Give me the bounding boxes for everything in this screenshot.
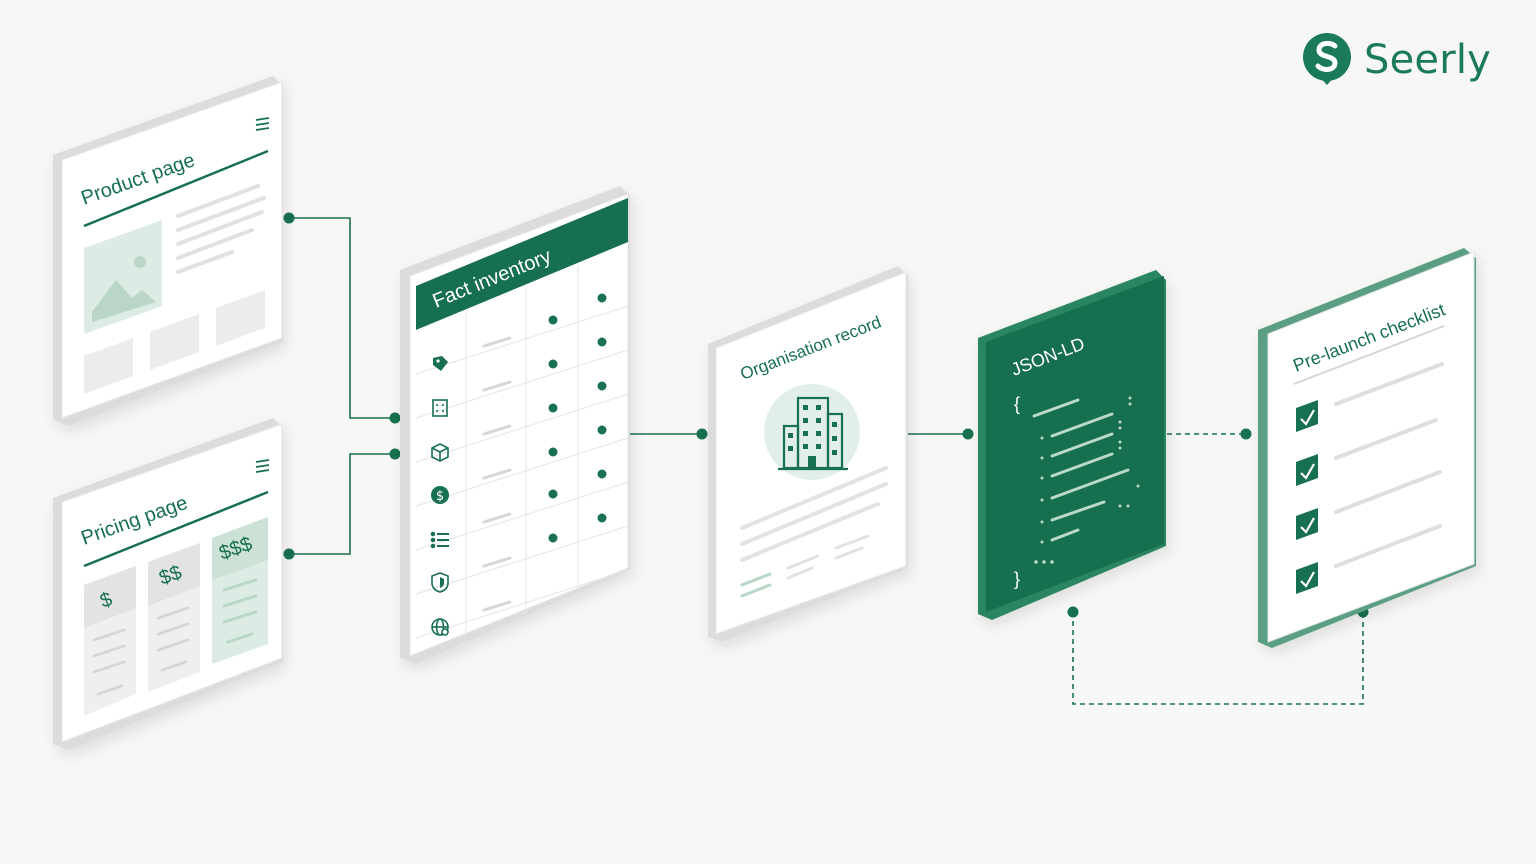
- menu-icon: [255, 117, 270, 131]
- checklist-item-1: [1296, 362, 1444, 432]
- checkbox-checked-icon: [1296, 400, 1318, 432]
- checkbox-checked-icon: [1296, 508, 1318, 540]
- checklist-item-3: [1296, 470, 1442, 540]
- seerly-logo-icon: [1303, 33, 1351, 85]
- brand-name: Seerly: [1364, 37, 1492, 83]
- jsonld-card: [978, 270, 1166, 620]
- list-icon: [430, 531, 449, 549]
- svg-text:$: $: [436, 489, 444, 504]
- brand-logo: Seerly: [1300, 28, 1510, 92]
- globe-icon: [431, 618, 449, 636]
- box-icon: [431, 443, 449, 462]
- connectors: [289, 217, 1364, 705]
- fact-grid: [415, 266, 629, 642]
- checkbox-checked-icon: [1296, 562, 1318, 594]
- checklist-item-4: [1296, 524, 1442, 594]
- checklist-item-2: [1296, 418, 1438, 486]
- fact-inventory-header: [416, 198, 628, 330]
- connector-product-to-facts: [289, 217, 395, 419]
- menu-icon: [255, 459, 270, 473]
- jsonld-open-brace: {: [1014, 394, 1020, 414]
- product-page-content: Product page: [78, 117, 270, 394]
- connector-loop-back: [1072, 612, 1364, 705]
- fact-inventory-card: [400, 186, 630, 664]
- dollar-icon: $: [431, 486, 449, 504]
- connector-dots: [283, 212, 1369, 618]
- tag-icon: [433, 356, 448, 371]
- shield-icon: [431, 572, 449, 593]
- jsonld-close-brace: }: [1014, 569, 1020, 589]
- checkbox-checked-icon: [1296, 454, 1318, 486]
- building-icon: [432, 399, 448, 417]
- connector-pricing-to-facts: [289, 453, 395, 555]
